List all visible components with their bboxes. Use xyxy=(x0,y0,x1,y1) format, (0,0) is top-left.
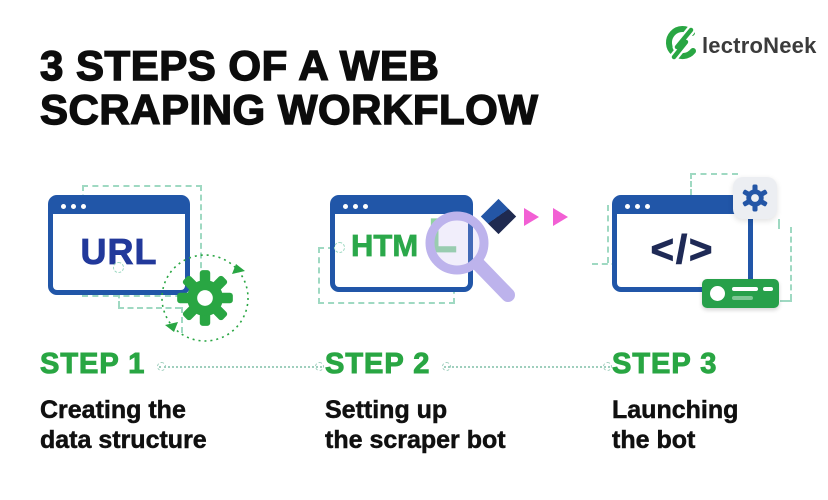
browser-content: HTM xyxy=(335,214,468,287)
brand-name: lectroNeek xyxy=(702,32,817,58)
dashed-connector xyxy=(690,173,738,175)
html-text: HTM xyxy=(351,228,419,264)
step1-description: Creating the data structure xyxy=(40,396,322,455)
step2-illustration: HTM L xyxy=(310,165,595,350)
dotted-separator xyxy=(157,361,324,371)
window-dot xyxy=(353,204,358,209)
page-title-line2: SCRAPING WORKFLOW xyxy=(39,85,539,133)
rotation-arrows-icon xyxy=(161,254,249,342)
gear-icon xyxy=(177,270,233,326)
dashed-connector xyxy=(181,307,183,333)
step1-label: STEP 1 xyxy=(39,348,146,381)
browser-titlebar xyxy=(334,199,469,214)
step3-label-block: STEP 3 Launching the bot xyxy=(611,348,812,455)
bot-card-line xyxy=(732,287,758,291)
electroneek-e-icon xyxy=(663,24,701,67)
step1-label-block: STEP 1 Creating the data structure xyxy=(39,348,324,455)
window-dot xyxy=(625,204,630,209)
step3-illustration: </> xyxy=(590,165,828,350)
step3-description: Launching the bot xyxy=(612,396,812,455)
step3-desc-line1: Launching xyxy=(612,396,739,424)
code-tag-text: </> xyxy=(650,228,715,273)
arrow-triangle-icon xyxy=(553,208,568,226)
window-dot xyxy=(363,204,368,209)
browser-content: </> xyxy=(617,214,748,287)
step3-desc-line2: the bot xyxy=(612,425,696,454)
window-dot xyxy=(645,204,650,209)
dashed-connector xyxy=(780,300,792,302)
dashed-connector xyxy=(778,219,780,229)
gear-icon xyxy=(742,184,768,212)
step2-description: Setting up the scraper bot xyxy=(325,396,610,455)
browser-window-html: HTM xyxy=(330,195,473,292)
step2-desc-line2: the scraper bot xyxy=(325,425,506,454)
bot-card-line xyxy=(763,287,773,291)
browser-titlebar xyxy=(616,199,749,214)
dashed-connector xyxy=(790,227,792,300)
page-title-line1: 3 STEPS OF A WEB xyxy=(39,42,440,89)
magnifier-icon xyxy=(425,211,515,302)
step1-desc-line2: data structure xyxy=(40,425,207,454)
dotted-separator xyxy=(442,361,612,371)
bot-card xyxy=(702,279,779,308)
dashed-connector xyxy=(607,205,609,263)
browser-window-code: </> xyxy=(612,195,753,292)
step1-desc-line1: Creating the xyxy=(40,396,186,424)
window-dot xyxy=(61,204,66,209)
arrow-triangle-icon xyxy=(524,208,539,226)
window-dot xyxy=(343,204,348,209)
window-dot xyxy=(81,204,86,209)
page-title: 3 STEPS OF A WEB SCRAPING WORKFLOW xyxy=(39,42,539,133)
gear-panel xyxy=(733,177,777,219)
step2-label: STEP 2 xyxy=(324,348,431,381)
step1-illustration: URL xyxy=(35,165,280,350)
dashed-node xyxy=(334,242,345,253)
brand-logo: lectroNeek xyxy=(663,24,817,67)
dashed-connector xyxy=(690,173,692,195)
window-dot xyxy=(71,204,76,209)
step3-label: STEP 3 xyxy=(611,348,718,381)
dashed-connector xyxy=(118,307,181,309)
dashed-node xyxy=(113,262,124,273)
bot-card-line xyxy=(732,296,753,300)
window-dot xyxy=(635,204,640,209)
step2-desc-line1: Setting up xyxy=(325,396,448,424)
step2-label-block: STEP 2 Setting up the scraper bot xyxy=(324,348,612,455)
browser-titlebar xyxy=(52,199,186,214)
bot-avatar-circle xyxy=(710,286,725,301)
